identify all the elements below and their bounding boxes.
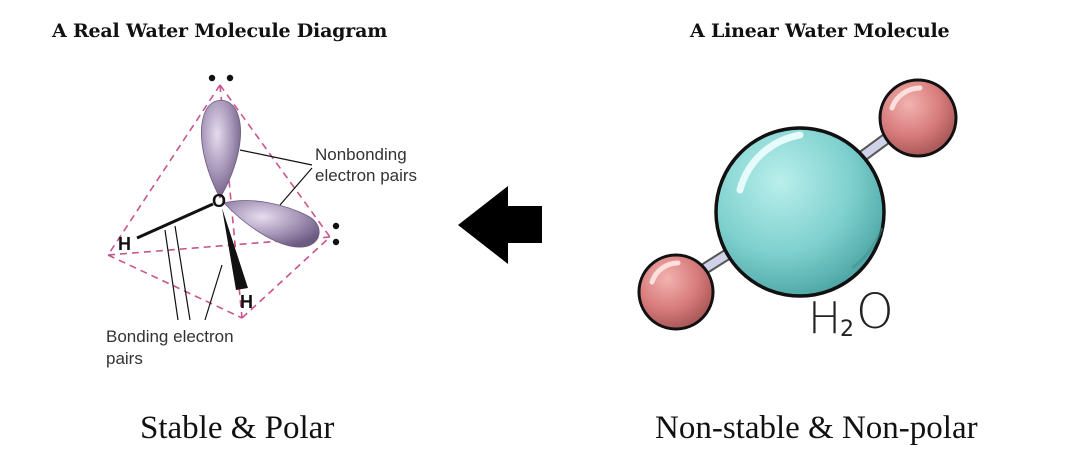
top-hydrogen-sphere [878,78,958,158]
bottom-hydrogen-label: H [240,292,253,312]
left-arrow-icon [458,186,542,264]
nonbonding-label-line1: Nonbonding [315,145,407,164]
left-hydrogen-label: H [118,234,131,254]
wedge-bond-to-bottom-hydrogen [222,208,248,290]
formula-h: H [808,293,841,344]
right-lone-pair-dots [332,222,340,246]
right-orbital-lobe [223,200,320,248]
bonding-label-line2: pairs [106,349,143,368]
tetrahedral-water-diagram: O H H Nonbonding electron pairs Bonding … [106,74,417,368]
left-panel-caption: Stable & Polar [140,410,335,446]
formula-o: O [856,284,894,340]
upper-orbital-lobe [201,99,241,199]
formula-subscript: 2 [840,317,854,342]
nonbonding-label-line2: electron pairs [315,166,417,185]
bond-to-left-hydrogen [136,202,214,240]
left-panel-title: A Real Water Molecule Diagram [52,20,388,42]
h2o-formula: H 2 O [808,284,894,344]
top-lone-pair-dots [208,74,234,82]
bottom-hydrogen-sphere [637,253,715,331]
right-panel-caption: Non-stable & Non-polar [655,410,978,446]
oxygen-atom-label: O [212,191,226,211]
linear-water-diagram: H 2 O [637,78,958,344]
right-panel-title: A Linear Water Molecule [690,20,950,42]
bonding-label-line1: Bonding electron [106,327,234,346]
label-pointer-lines [164,149,313,321]
oxygen-sphere [714,126,886,298]
